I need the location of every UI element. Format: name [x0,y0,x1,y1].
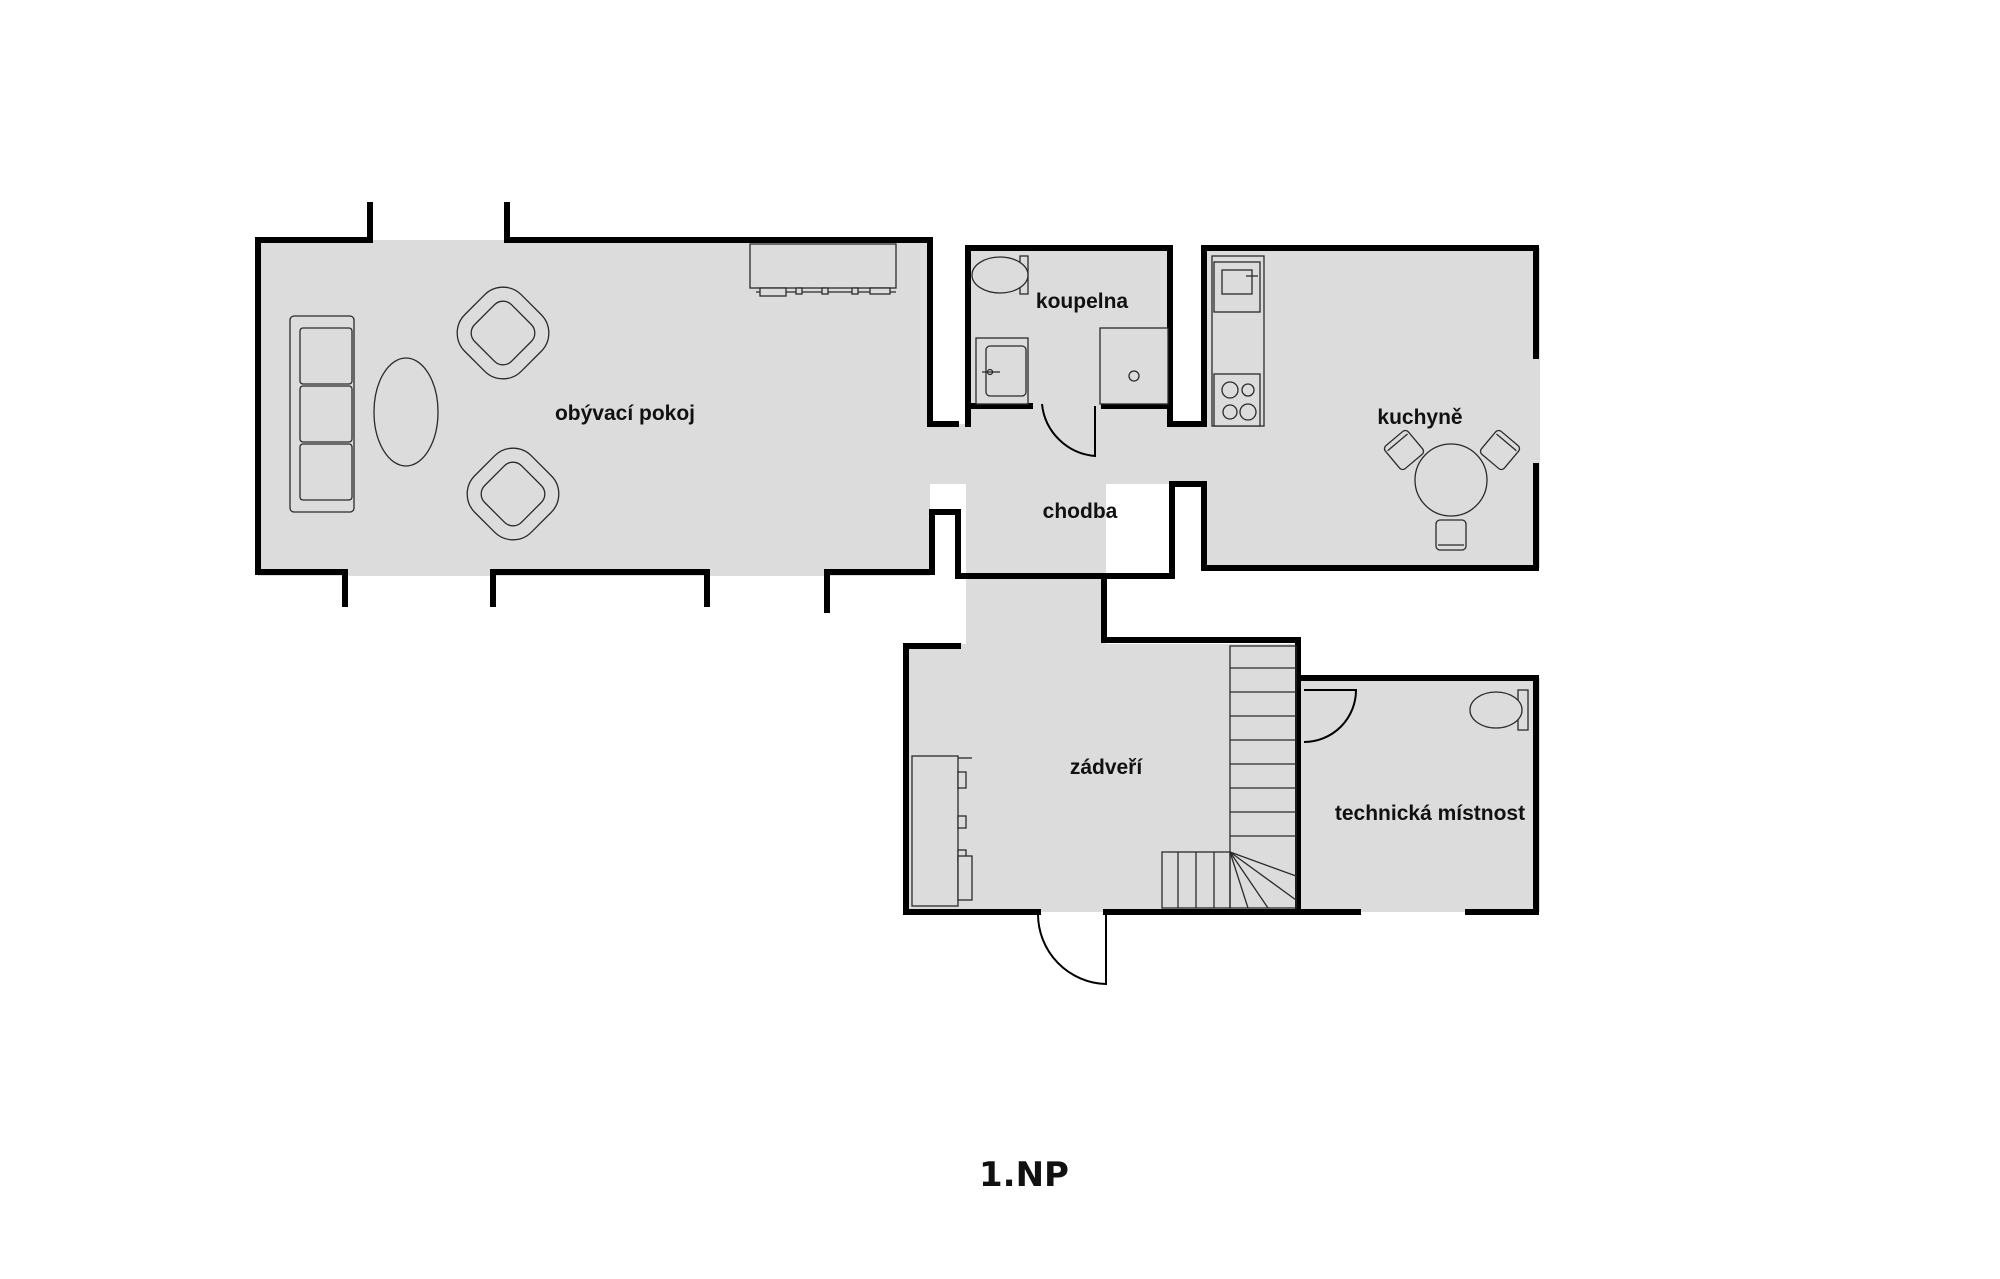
bathroom-toilet [971,255,1029,295]
bathroom-door-swing [1041,403,1096,458]
dining-chair-bottom [1435,519,1467,551]
sofa [289,315,355,513]
label-bathroom: koupelna [1036,290,1129,313]
wall-living-bottom-right [824,509,1301,681]
label-kitchen: kuchyně [1377,406,1462,429]
wall-vestibule-left [903,643,1041,915]
armchair-bottom [466,447,560,541]
armchair-top [456,286,550,380]
sofa-cushion-3 [299,443,353,501]
room-labels: obývací pokoj koupelna kuchyně chodba zá… [555,290,1525,825]
hallway-floor-lower [966,484,1106,644]
sofa-cushion-2 [299,385,353,443]
dining-chair-right [1479,429,1521,471]
kitchen-counter [1211,255,1265,427]
dining-table [1414,443,1488,517]
entrance-door-swing [1037,913,1107,986]
label-vestibule: zádveří [1070,756,1144,779]
label-living-room: obývací pokoj [555,402,695,425]
label-hallway: chodba [1043,500,1118,523]
wall-kitchen-top [1201,245,1539,427]
shower [1099,327,1169,405]
boiler [1469,689,1529,731]
wall-kitchen-bottom [1103,463,1539,579]
dining-set [1383,429,1521,551]
hallway-floor [930,424,1208,484]
coffee-table [373,357,439,467]
wall-living-top-left [255,202,373,607]
dining-chair-left [1383,429,1425,471]
doors [1037,403,1358,986]
wall-living-top-right [504,202,959,427]
walls [255,202,1539,915]
floor-level-label: 1.NP [979,1155,1069,1195]
wardrobe [911,755,973,907]
wall-vestibule-right [1103,675,1539,915]
bathroom-sink [975,337,1029,405]
label-technical-room: technická místnost [1335,802,1525,825]
technical-door-swing [1303,689,1358,743]
wall-bathroom-left [965,245,1207,427]
sofa-cushion-1 [299,327,353,385]
stairs-outline [1229,645,1297,909]
wall-living-bottom-mid [490,569,710,607]
tv-cabinet [749,243,897,297]
staircase [1161,645,1297,909]
living-room-floor [258,240,930,576]
